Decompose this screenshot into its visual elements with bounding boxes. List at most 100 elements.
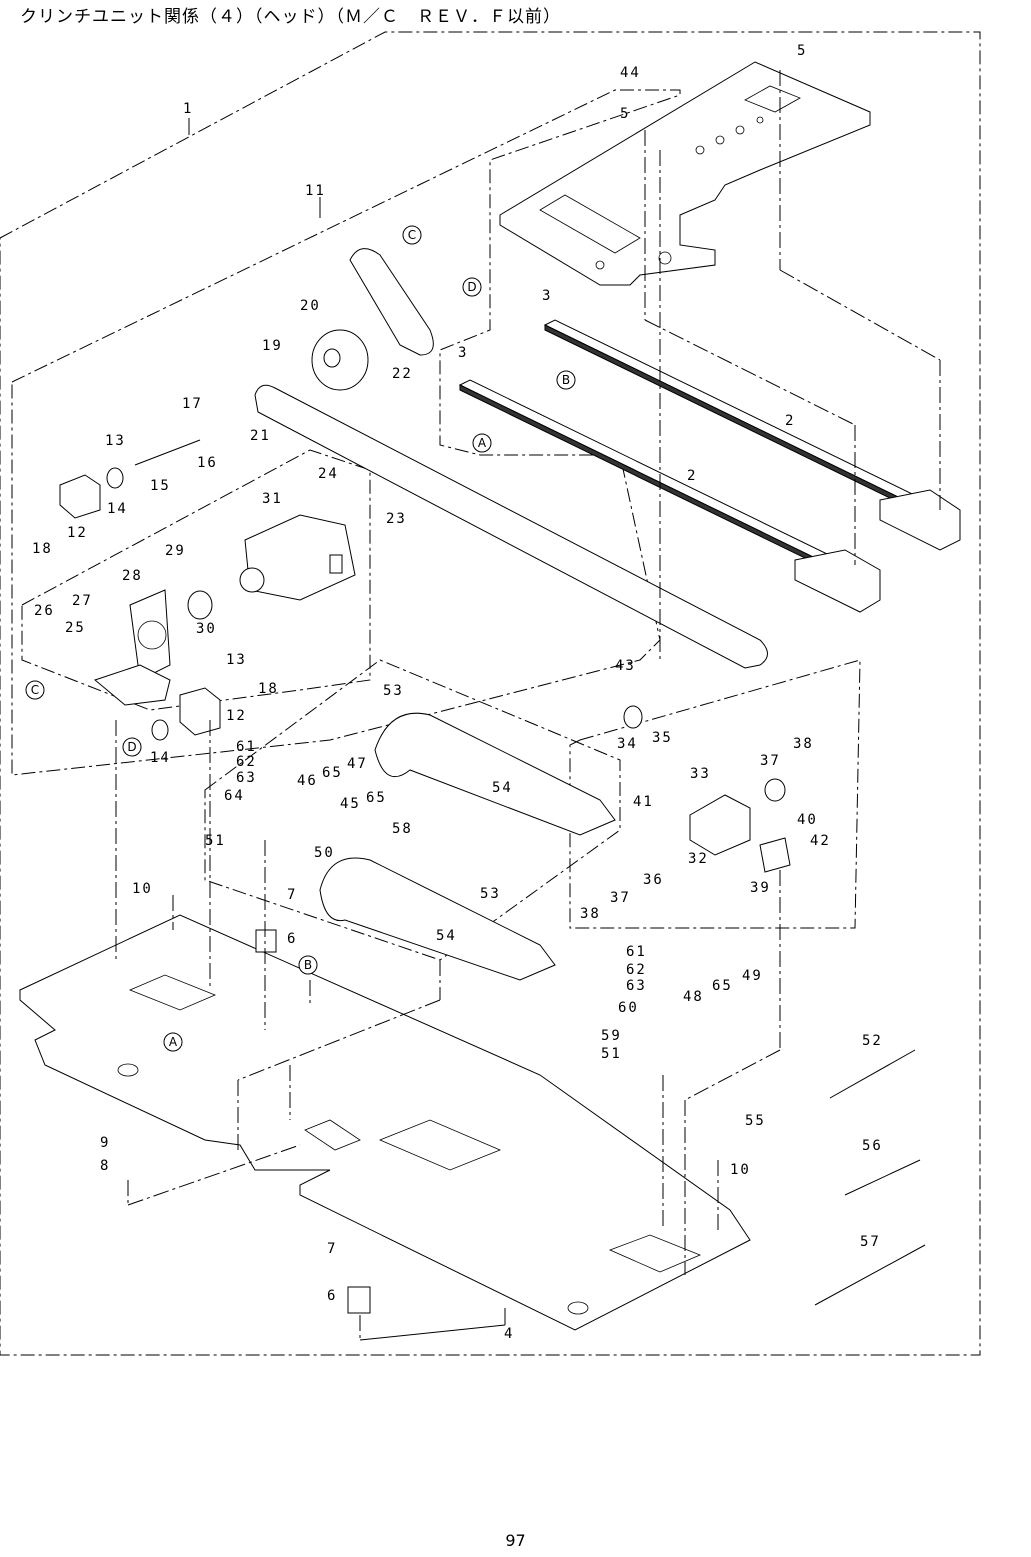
callout-17: 17: [182, 396, 203, 412]
callout-43: 43: [615, 658, 636, 674]
callout-64: 64: [224, 788, 245, 804]
spacer-6-lower: [348, 1287, 370, 1313]
callout-2: 2: [687, 468, 697, 484]
linear-guide-rail-lower: [460, 380, 880, 612]
bearing-14-upper: [107, 468, 123, 488]
callout-13: 13: [105, 433, 126, 449]
callout-42: 42: [810, 833, 831, 849]
callout-54: 54: [492, 780, 513, 796]
timing-belt-22: [350, 249, 433, 355]
callout-24: 24: [318, 466, 339, 482]
callout-10: 10: [730, 1162, 751, 1178]
top-plate: [500, 62, 870, 285]
callout-25: 25: [65, 620, 86, 636]
callout-20: 20: [300, 298, 321, 314]
callout-11: 11: [305, 183, 326, 199]
callout-10: 10: [132, 881, 153, 897]
svg-text:B: B: [562, 373, 570, 387]
callout-3: 3: [542, 288, 552, 304]
callout-50: 50: [314, 845, 335, 861]
callout-19: 19: [262, 338, 283, 354]
callout-61: 61: [626, 944, 647, 960]
callout-65: 65: [712, 978, 733, 994]
callout-27: 27: [72, 593, 93, 609]
callout-36: 36: [643, 872, 664, 888]
callout-54: 54: [436, 928, 457, 944]
svg-text:D: D: [127, 740, 136, 754]
callout-1: 1: [183, 101, 193, 117]
callout-6: 6: [287, 931, 297, 947]
callout-65: 65: [366, 790, 387, 806]
callout-62: 62: [236, 754, 257, 770]
callout-41: 41: [633, 794, 654, 810]
ref-mark-b-upper: B: [557, 371, 575, 389]
callout-12: 12: [67, 525, 88, 541]
callout-37: 37: [760, 753, 781, 769]
servo-motor-31: [240, 515, 355, 600]
ref-mark-d-lower: D: [123, 738, 141, 756]
bearing-block-12-upper: [60, 475, 100, 518]
callout-57: 57: [860, 1234, 881, 1250]
ref-mark-c-upper: C: [403, 226, 421, 244]
callout-7: 7: [287, 887, 297, 903]
callout-14: 14: [107, 501, 128, 517]
ref-mark-c-lower: C: [26, 681, 44, 699]
linear-guide-rail-upper: [545, 320, 960, 550]
shaft-15: [135, 440, 200, 465]
bearing-37: [765, 779, 785, 801]
callout-51: 51: [205, 833, 226, 849]
callout-53: 53: [383, 683, 404, 699]
ref-mark-d-upper: D: [463, 278, 481, 296]
callout-44: 44: [620, 65, 641, 81]
bearing-14-lower: [152, 720, 168, 740]
callout-8: 8: [100, 1158, 110, 1174]
callout-65: 65: [322, 765, 343, 781]
callout-35: 35: [652, 730, 673, 746]
callout-18: 18: [32, 541, 53, 557]
pulley-19: [312, 330, 368, 390]
bearing-block-12-lower: [180, 688, 220, 735]
callout-30: 30: [196, 621, 217, 637]
svg-text:C: C: [408, 228, 416, 242]
cable-chain-53-upper: [375, 713, 615, 835]
callout-55: 55: [745, 1113, 766, 1129]
callout-22: 22: [392, 366, 413, 382]
callout-39: 39: [750, 880, 771, 896]
callout-45: 45: [340, 796, 361, 812]
callout-3: 3: [458, 345, 468, 361]
callout-13: 13: [226, 652, 247, 668]
callout-63: 63: [236, 770, 257, 786]
callout-31: 31: [262, 491, 283, 507]
callout-51: 51: [601, 1046, 622, 1062]
callout-61: 61: [236, 739, 257, 755]
callout-58: 58: [392, 821, 413, 837]
callout-63: 63: [626, 978, 647, 994]
bracket-39: [760, 838, 790, 872]
callout-48: 48: [683, 989, 704, 1005]
ref-mark-b-lower: B: [299, 956, 317, 974]
svg-text:B: B: [304, 958, 312, 972]
callout-2: 2: [785, 413, 795, 429]
callout-26: 26: [34, 603, 55, 619]
cable-tie-56: [845, 1160, 920, 1195]
callout-60: 60: [618, 1000, 639, 1016]
callout-29: 29: [165, 543, 186, 559]
callout-15: 15: [150, 478, 171, 494]
callout-7: 7: [327, 1241, 337, 1257]
callout-53: 53: [480, 886, 501, 902]
spacer-6-upper: [256, 930, 276, 952]
svg-text:A: A: [169, 1035, 178, 1049]
callout-5: 5: [620, 106, 630, 122]
callout-6: 6: [327, 1288, 337, 1304]
cable-tie-57: [815, 1245, 925, 1305]
bearing-housing-32: [690, 795, 750, 855]
svg-text:C: C: [31, 683, 39, 697]
callout-16: 16: [197, 455, 218, 471]
callout-62: 62: [626, 962, 647, 978]
pulley-34: [624, 706, 642, 728]
callout-47: 47: [347, 756, 368, 772]
callout-49: 49: [742, 968, 763, 984]
callout-56: 56: [862, 1138, 883, 1154]
callout-32: 32: [688, 851, 709, 867]
